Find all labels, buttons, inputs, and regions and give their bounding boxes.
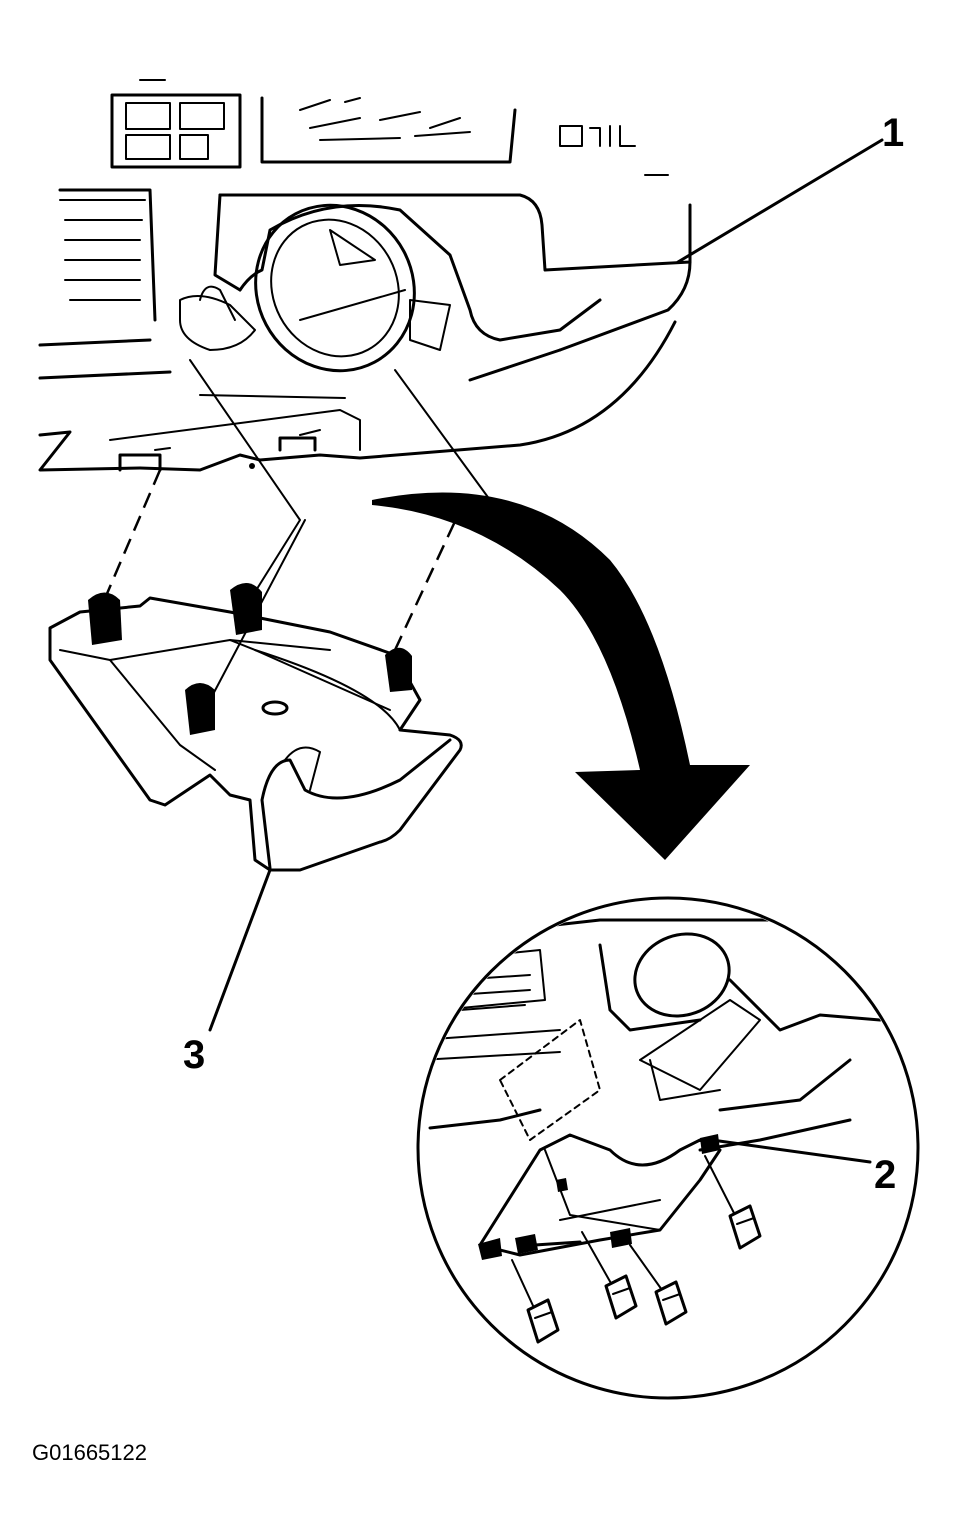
- callout-1-label: 1: [882, 111, 904, 155]
- screw: [581, 1231, 638, 1320]
- alignment-lines: [98, 359, 491, 701]
- callout-3-label: 3: [183, 1033, 205, 1077]
- instrument-panel: [38, 79, 692, 472]
- callout-2-leader: [710, 1138, 872, 1164]
- callout-1-leader: [676, 138, 884, 264]
- detail-circle: [416, 896, 920, 1400]
- screw: [704, 1155, 762, 1250]
- curved-arrow: [372, 492, 750, 860]
- screw: [511, 1259, 560, 1344]
- callout-2-label: 2: [874, 1153, 896, 1197]
- figure-code: G01665122: [32, 1440, 147, 1465]
- callout-3-leader: [208, 868, 272, 1032]
- screw: [629, 1244, 688, 1326]
- lower-column-cover: [48, 582, 463, 872]
